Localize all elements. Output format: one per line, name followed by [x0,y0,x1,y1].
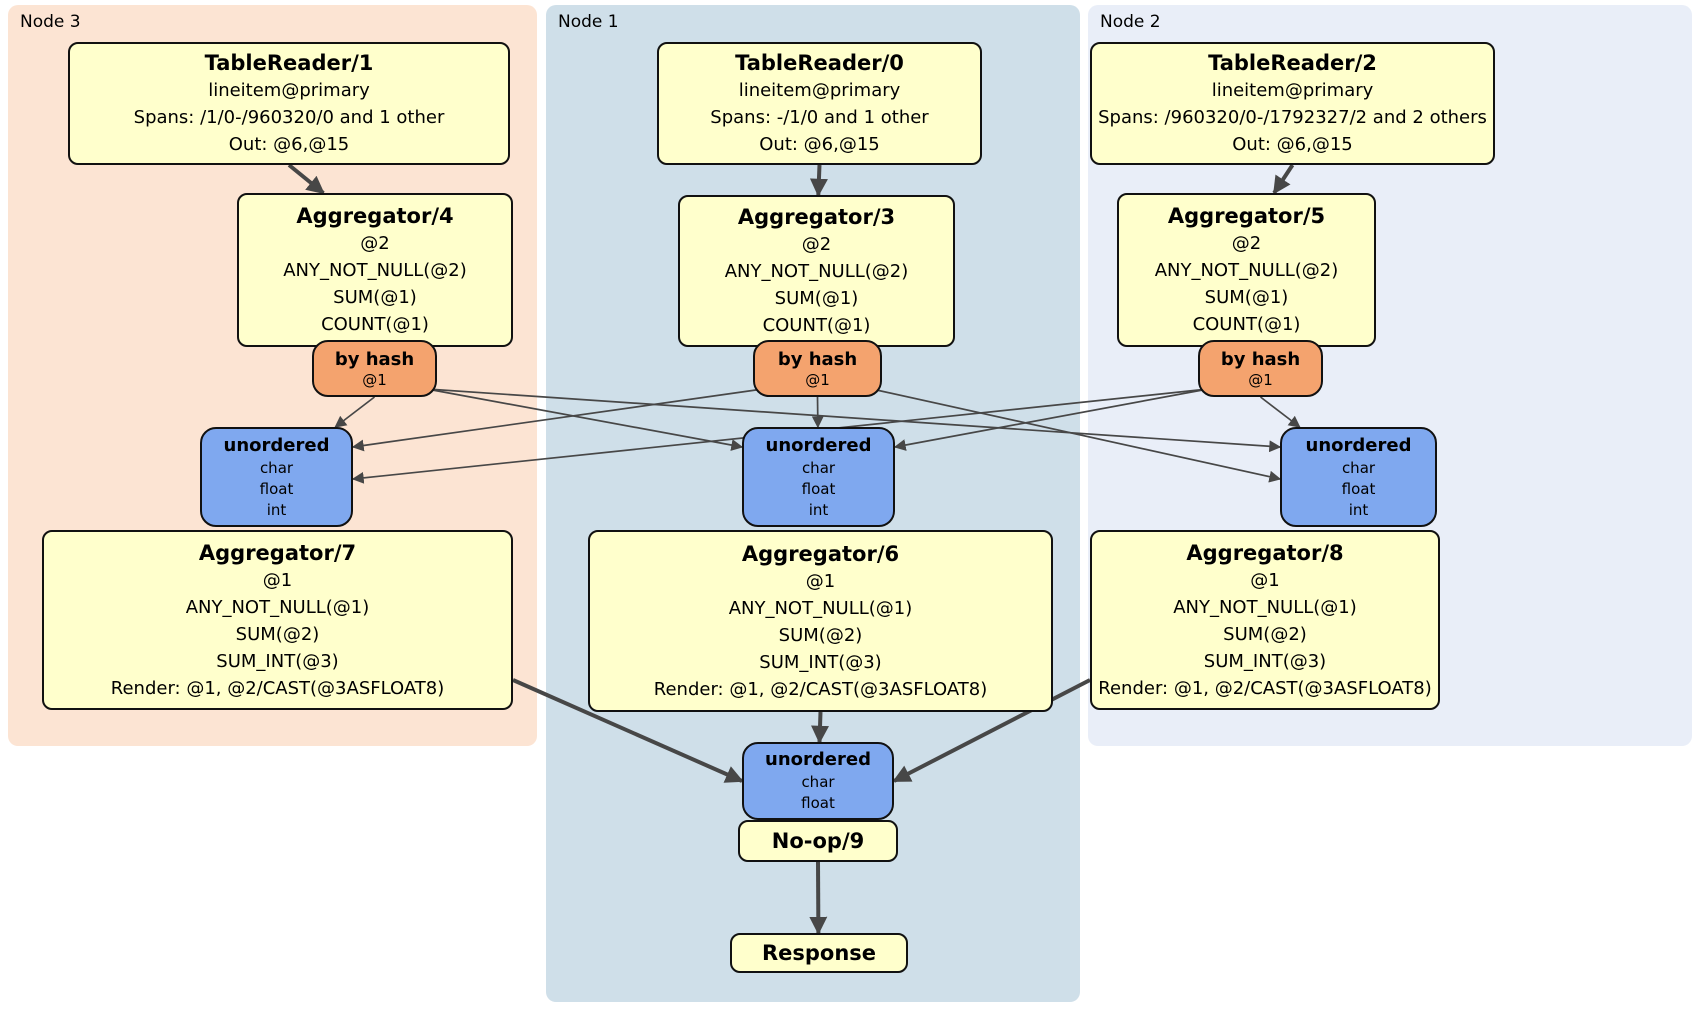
processor-title: Aggregator/6 [741,541,900,566]
agg-render: Render: @1, @2/CAST(@3ASFLOAT8) [653,678,988,700]
sync-col-type: char [801,458,836,477]
sync-unordered-node2: unordered char float int [1280,427,1437,527]
agg-fn: SUM(@1) [333,287,417,308]
processor-title: Aggregator/3 [737,205,896,229]
agg-fn: COUNT(@1) [321,314,429,335]
sync-col-type: float [801,479,836,498]
processor-title: Aggregator/4 [296,204,454,228]
region-label: Node 2 [1100,12,1161,32]
agg-group-cols: @1 [805,570,836,592]
processor-out: Out: @6,@15 [1232,134,1353,155]
agg-group-cols: @1 [262,569,293,591]
agg-fn: ANY_NOT_NULL(@2) [724,261,909,282]
sync-title: unordered [765,749,871,770]
router-title: by hash [334,348,415,370]
processor-index: lineitem@primary [738,80,901,101]
sync-col-type: float [259,479,294,498]
agg-fn: SUM(@2) [1223,623,1307,645]
processor-index: lineitem@primary [1211,80,1374,101]
agg-fn: ANY_NOT_NULL(@1) [1173,596,1357,618]
agg-fn: ANY_NOT_NULL(@2) [283,260,467,281]
processor-index: lineitem@primary [208,80,370,101]
processor-title: TableReader/1 [204,51,374,75]
processor-title: Aggregator/5 [1167,204,1326,228]
agg-fn: ANY_NOT_NULL(@1) [728,597,913,619]
sync-title: unordered [1305,434,1412,456]
agg-fn: SUM_INT(@3) [759,651,882,673]
agg-fn: SUM(@1) [774,288,859,309]
sync-col-type: float [801,794,835,812]
processor-spans: Spans: /960320/0-/1792327/2 and 2 others [1098,107,1487,128]
router-by-hash-node1: by hash @1 [753,340,882,397]
processor-title: Response [761,941,877,965]
processor-aggregator-3: Aggregator/3 @2 ANY_NOT_NULL(@2) SUM(@1)… [678,195,955,347]
processor-aggregator-7: Aggregator/7 @1 ANY_NOT_NULL(@1) SUM(@2)… [42,530,513,710]
processor-spans: Spans: /1/0-/960320/0 and 1 other [133,107,445,128]
sync-col-type: int [266,500,287,519]
router-key: @1 [362,370,387,389]
agg-fn: SUM_INT(@3) [216,650,339,672]
processor-out: Out: @6,@15 [228,134,350,155]
processor-aggregator-6: Aggregator/6 @1 ANY_NOT_NULL(@1) SUM(@2)… [588,530,1053,712]
sync-col-type: char [1341,458,1376,477]
sync-title: unordered [765,434,872,456]
agg-fn: SUM_INT(@3) [1203,650,1327,672]
processor-title: No-op/9 [771,829,865,853]
router-key: @1 [1248,370,1273,389]
router-by-hash-node3: by hash @1 [312,340,437,397]
processor-tablereader-1: TableReader/1 lineitem@primary Spans: /1… [68,42,510,165]
processor-noop-9: No-op/9 [738,820,898,862]
processor-aggregator-4: Aggregator/4 @2 ANY_NOT_NULL(@2) SUM(@1)… [237,193,513,347]
sync-col-type: int [1348,500,1369,519]
agg-group-cols: @2 [1231,233,1262,254]
sync-title: unordered [223,434,330,456]
processor-tablereader-0: TableReader/0 lineitem@primary Spans: -/… [657,42,982,165]
agg-fn: COUNT(@1) [762,315,871,336]
sync-unordered-node1: unordered char float int [742,427,895,527]
region-label: Node 3 [20,12,81,32]
processor-out: Out: @6,@15 [759,134,880,155]
processor-title: Aggregator/7 [198,540,357,565]
router-key: @1 [805,370,830,389]
router-title: by hash [1220,348,1301,370]
processor-title: TableReader/2 [1208,51,1377,75]
region-label: Node 1 [558,12,619,32]
agg-fn: SUM(@2) [778,624,863,646]
processor-aggregator-8: Aggregator/8 @1 ANY_NOT_NULL(@1) SUM(@2)… [1090,530,1440,710]
router-title: by hash [777,348,858,370]
agg-fn: ANY_NOT_NULL(@1) [185,596,370,618]
agg-group-cols: @2 [801,234,832,255]
processor-spans: Spans: -/1/0 and 1 other [710,107,929,128]
agg-render: Render: @1, @2/CAST(@3ASFLOAT8) [1098,677,1432,699]
agg-fn: SUM(@1) [1204,287,1289,308]
agg-fn: SUM(@2) [235,623,320,645]
processor-title: Aggregator/8 [1186,540,1344,565]
sync-col-type: char [259,458,294,477]
processor-response: Response [730,933,908,973]
sync-unordered-final: unordered char float [742,742,894,820]
sync-unordered-node3: unordered char float int [200,427,353,527]
agg-render: Render: @1, @2/CAST(@3ASFLOAT8) [110,677,445,699]
router-by-hash-node2: by hash @1 [1198,340,1323,397]
sync-col-type: float [1341,479,1376,498]
processor-title: TableReader/0 [735,51,904,75]
sync-col-type: int [808,500,829,519]
sync-col-type: char [801,773,835,791]
agg-fn: COUNT(@1) [1192,314,1301,335]
processor-tablereader-2: TableReader/2 lineitem@primary Spans: /9… [1090,42,1495,165]
processor-aggregator-5: Aggregator/5 @2 ANY_NOT_NULL(@2) SUM(@1)… [1117,193,1376,347]
agg-group-cols: @1 [1250,569,1280,591]
agg-group-cols: @2 [360,233,390,254]
agg-fn: ANY_NOT_NULL(@2) [1154,260,1339,281]
